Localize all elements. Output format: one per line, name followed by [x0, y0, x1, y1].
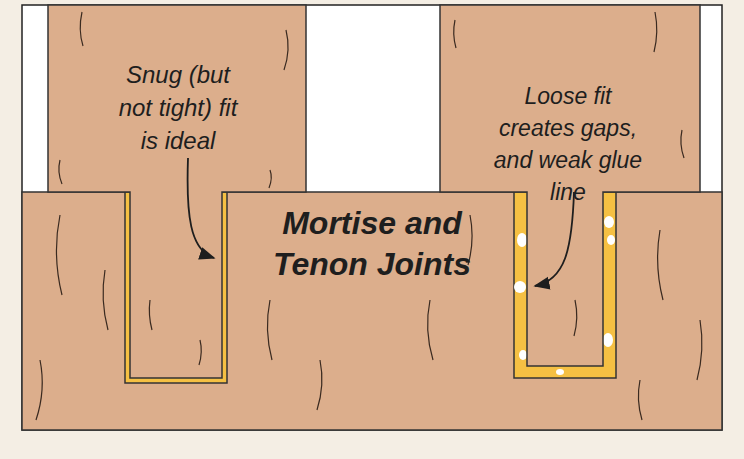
leader-arrow	[188, 158, 214, 258]
wood-grain	[36, 12, 702, 420]
leader-arrow	[535, 192, 574, 286]
callout-label: Loose fit creates gaps, and weak glue li…	[490, 80, 646, 208]
mortise-board	[22, 192, 722, 430]
diagram-title: Mortise and Tenon Joints	[252, 203, 492, 285]
tenon-board	[48, 5, 306, 378]
frame	[22, 5, 722, 430]
callout-label: Snug (but not tight) fit is ideal	[108, 58, 248, 157]
tenon-board	[440, 5, 700, 366]
